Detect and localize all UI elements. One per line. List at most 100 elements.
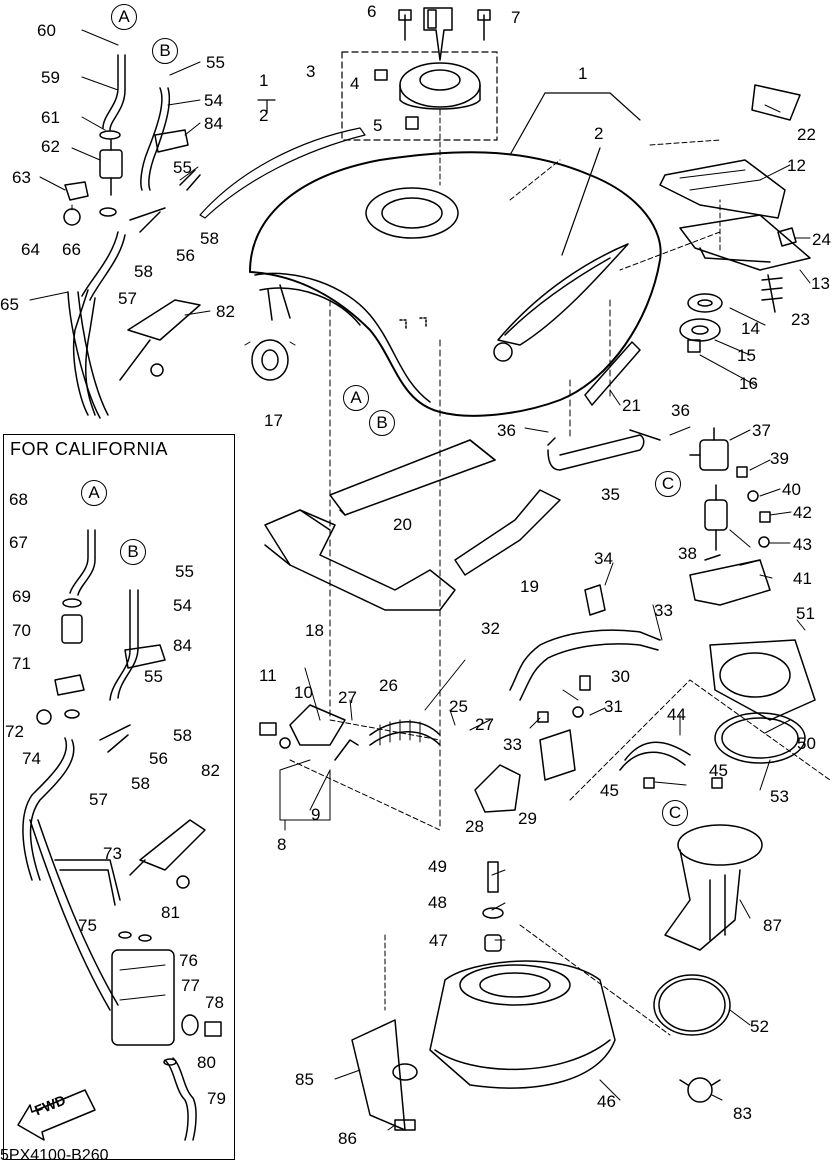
part-label-26: 26 — [379, 676, 398, 695]
part-label-79: 79 — [207, 1089, 226, 1108]
clamp-83 — [679, 1077, 721, 1103]
part-label-42: 42 — [793, 503, 812, 522]
callout-c-sensor: C — [655, 471, 681, 497]
part-label-80: 80 — [197, 1053, 216, 1072]
part-label-2-right: 2 — [594, 124, 604, 143]
california-box-title: FOR CALIFORNIA — [10, 439, 169, 459]
part-label-47: 47 — [429, 931, 448, 950]
part-label-75: 75 — [78, 916, 97, 935]
part-label-32: 32 — [481, 619, 500, 638]
part-label-2-left: 2 — [259, 106, 269, 125]
part-label-4: 4 — [350, 74, 360, 93]
part-label-19: 19 — [520, 577, 539, 596]
part-label-58-ca-b: 58 — [131, 774, 150, 793]
part-label-45-a: 45 — [709, 761, 728, 780]
part-label-29: 29 — [518, 809, 537, 828]
part-label-82-top: 82 — [216, 302, 235, 321]
part-label-55-ca-b: 55 — [144, 667, 163, 686]
part-label-34: 34 — [594, 549, 613, 568]
fuel-pump-base — [351, 861, 671, 1131]
part-label-58-a: 58 — [200, 229, 219, 248]
part-label-86: 86 — [338, 1129, 357, 1148]
part-label-55-mid: 55 — [173, 158, 192, 177]
vent-hoses — [63, 54, 201, 419]
part-label-74: 74 — [22, 749, 41, 768]
part-label-13: 13 — [811, 274, 830, 293]
part-label-37: 37 — [752, 421, 771, 440]
callout-a-tank: A — [343, 385, 369, 411]
part-label-60: 60 — [37, 21, 56, 40]
part-label-49: 49 — [428, 857, 447, 876]
part-label-57-top: 57 — [118, 289, 137, 308]
part-label-83: 83 — [733, 1104, 752, 1123]
part-label-35: 35 — [601, 485, 620, 504]
fuel-pump-assembly — [569, 639, 831, 1036]
part-label-52: 52 — [750, 1017, 769, 1036]
part-label-24: 24 — [812, 230, 831, 249]
part-label-36-b: 36 — [671, 401, 690, 420]
part-label-39: 39 — [770, 449, 789, 468]
part-label-55-ca-a: 55 — [175, 562, 194, 581]
part-label-77: 77 — [181, 976, 200, 995]
tank-cover-parts — [509, 84, 811, 406]
guide-lines — [329, 299, 611, 831]
part-label-73: 73 — [103, 844, 122, 863]
part-label-64: 64 — [21, 240, 40, 259]
callout-b-california: B — [120, 539, 146, 565]
part-label-72: 72 — [5, 722, 24, 741]
part-label-76: 76 — [179, 951, 198, 970]
part-label-27-b: 27 — [475, 715, 494, 734]
part-label-18: 18 — [305, 621, 324, 640]
part-label-23: 23 — [791, 310, 810, 329]
part-label-78: 78 — [205, 993, 224, 1012]
california-variant-box — [3, 434, 235, 1160]
part-label-41: 41 — [793, 569, 812, 588]
callout-c-pump: C — [662, 800, 688, 826]
drawing-code: 5PX4100-B260 — [0, 1147, 109, 1164]
part-label-84-ca: 84 — [173, 636, 192, 655]
part-label-57-ca: 57 — [89, 790, 108, 809]
part-label-67: 67 — [9, 533, 28, 552]
part-label-55-top: 55 — [206, 53, 225, 72]
grommet-17 — [244, 339, 296, 381]
part-label-21: 21 — [622, 396, 641, 415]
part-label-56-ca: 56 — [149, 749, 168, 768]
part-label-1-right: 1 — [578, 64, 588, 83]
part-label-6: 6 — [367, 2, 377, 21]
california-box-parts — [22, 529, 222, 1141]
leader-lines — [29, 29, 811, 1131]
part-label-30: 30 — [611, 667, 630, 686]
part-label-58-b: 58 — [134, 262, 153, 281]
part-label-70: 70 — [12, 621, 31, 640]
part-label-17: 17 — [264, 411, 283, 430]
part-label-8: 8 — [277, 835, 287, 854]
part-label-54-top: 54 — [204, 91, 223, 110]
part-label-14: 14 — [741, 319, 760, 338]
part-label-56-top: 56 — [176, 246, 195, 265]
part-label-5: 5 — [373, 116, 383, 135]
part-label-31: 31 — [604, 697, 623, 716]
part-label-69: 69 — [12, 587, 31, 606]
part-label-68: 68 — [9, 490, 28, 509]
part-label-7: 7 — [511, 8, 521, 27]
part-label-25: 25 — [449, 697, 468, 716]
part-label-66: 66 — [62, 240, 81, 259]
part-label-9: 9 — [311, 805, 321, 824]
part-label-3: 3 — [306, 62, 316, 81]
part-label-59: 59 — [41, 68, 60, 87]
tank-leaders — [199, 92, 641, 256]
part-label-50: 50 — [797, 734, 816, 753]
part-label-71: 71 — [12, 654, 31, 673]
part-label-54-ca: 54 — [173, 596, 192, 615]
part-label-1-left: 1 — [259, 71, 269, 90]
part-label-81: 81 — [161, 903, 180, 922]
part-label-46: 46 — [597, 1092, 616, 1111]
part-label-48: 48 — [428, 893, 447, 912]
part-label-20: 20 — [393, 515, 412, 534]
part-label-63: 63 — [12, 168, 31, 187]
part-label-61: 61 — [41, 108, 60, 127]
part-label-53: 53 — [770, 787, 789, 806]
part-label-45-b: 45 — [600, 781, 619, 800]
part-label-85: 85 — [295, 1070, 314, 1089]
